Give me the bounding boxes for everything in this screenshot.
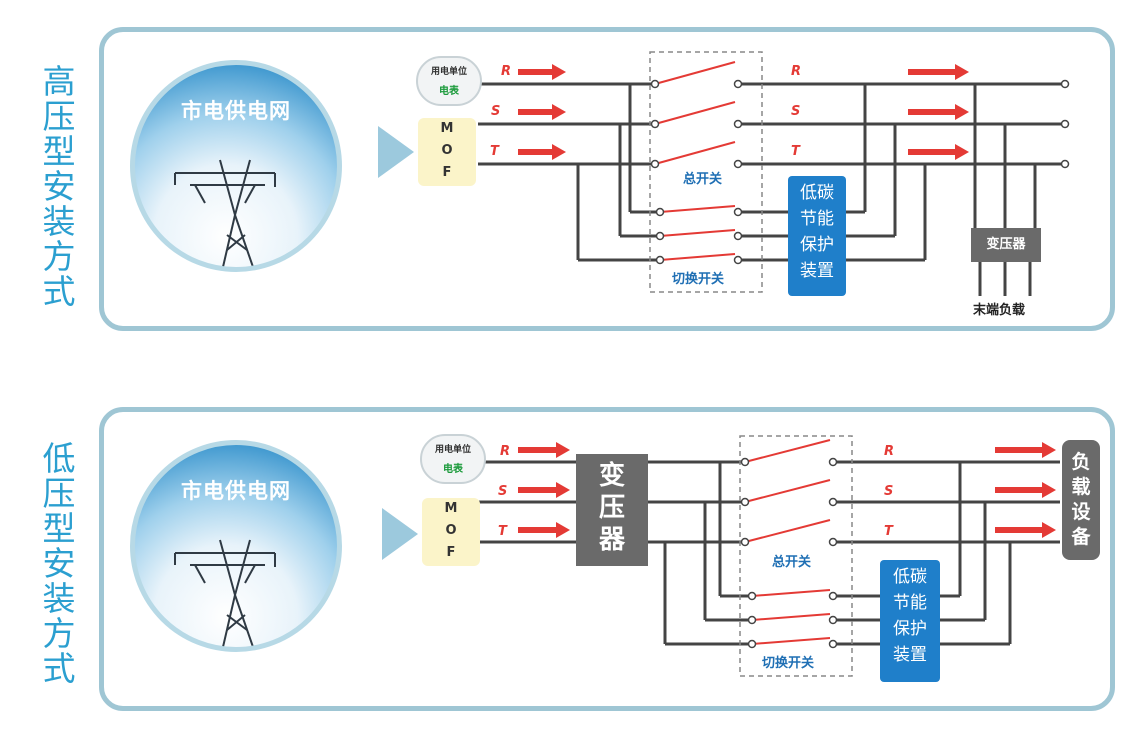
mof-box: M O F	[418, 118, 476, 186]
meter-sublabel: 电表	[443, 464, 463, 475]
mof-letter: O	[445, 523, 457, 538]
transformer-box: 变压器	[576, 454, 648, 566]
section-title-low-voltage: 低压型安装方式	[42, 439, 76, 688]
meter-label: 用电单位	[430, 67, 467, 77]
arrow-right-icon	[518, 64, 969, 160]
phase-label: R	[501, 64, 512, 79]
load-equipment-box: 负载设备	[1062, 440, 1100, 560]
meter-sublabel: 电表	[439, 86, 459, 97]
phase-label: S	[791, 104, 801, 119]
transmission-tower-icon	[174, 539, 276, 647]
device-label: 低碳节能保护装置	[893, 567, 927, 665]
phase-label: S	[884, 484, 894, 499]
energy-saving-device: 低碳节能保护装置	[880, 560, 940, 682]
meter-icon: 用电单位 电表	[420, 434, 486, 484]
main-switch-label: 总开关	[772, 555, 812, 570]
phase-label: T	[884, 524, 893, 539]
phase-label: T	[791, 144, 800, 159]
transformer-label: 变压器	[598, 461, 625, 555]
bubble-pointer	[382, 508, 418, 560]
mof-box: M O F	[422, 498, 480, 566]
energy-saving-device: 低碳节能保护装置	[788, 176, 846, 296]
grid-bubble-bottom: 市电供电网	[130, 440, 342, 652]
transfer-switch-label: 切换开关	[672, 272, 725, 287]
meter-icon: 用电单位 电表	[416, 56, 482, 106]
load-equipment-label: 负载设备	[1071, 451, 1091, 548]
phase-label: R	[884, 444, 895, 459]
mof-letter: M	[440, 121, 454, 136]
device-label: 低碳节能保护装置	[800, 183, 834, 281]
phase-label: S	[491, 104, 501, 119]
transmission-tower-icon	[174, 159, 276, 267]
end-load-label: 末端负载	[973, 303, 1026, 318]
arrow-right-icon	[518, 442, 1056, 538]
phase-label: R	[791, 64, 802, 79]
phase-label: S	[498, 484, 508, 499]
phase-label: T	[490, 144, 499, 159]
main-switch-label: 总开关	[683, 172, 723, 187]
bubble-title: 市电供电网	[181, 99, 291, 123]
phase-label: T	[498, 524, 507, 539]
transformer-box: 变压器	[971, 228, 1041, 262]
mof-letter: O	[441, 143, 453, 158]
section-title-high-voltage: 高压型安装方式	[42, 62, 76, 311]
mof-letter: F	[442, 165, 452, 180]
phase-label: R	[500, 444, 511, 459]
transfer-switch-label: 切换开关	[762, 656, 815, 671]
bubble-title: 市电供电网	[181, 479, 291, 503]
grid-bubble-top: 市电供电网	[130, 60, 342, 272]
meter-label: 用电单位	[434, 445, 471, 455]
mof-letter: M	[444, 501, 458, 516]
bubble-pointer	[378, 126, 414, 178]
mof-letter: F	[446, 545, 456, 560]
